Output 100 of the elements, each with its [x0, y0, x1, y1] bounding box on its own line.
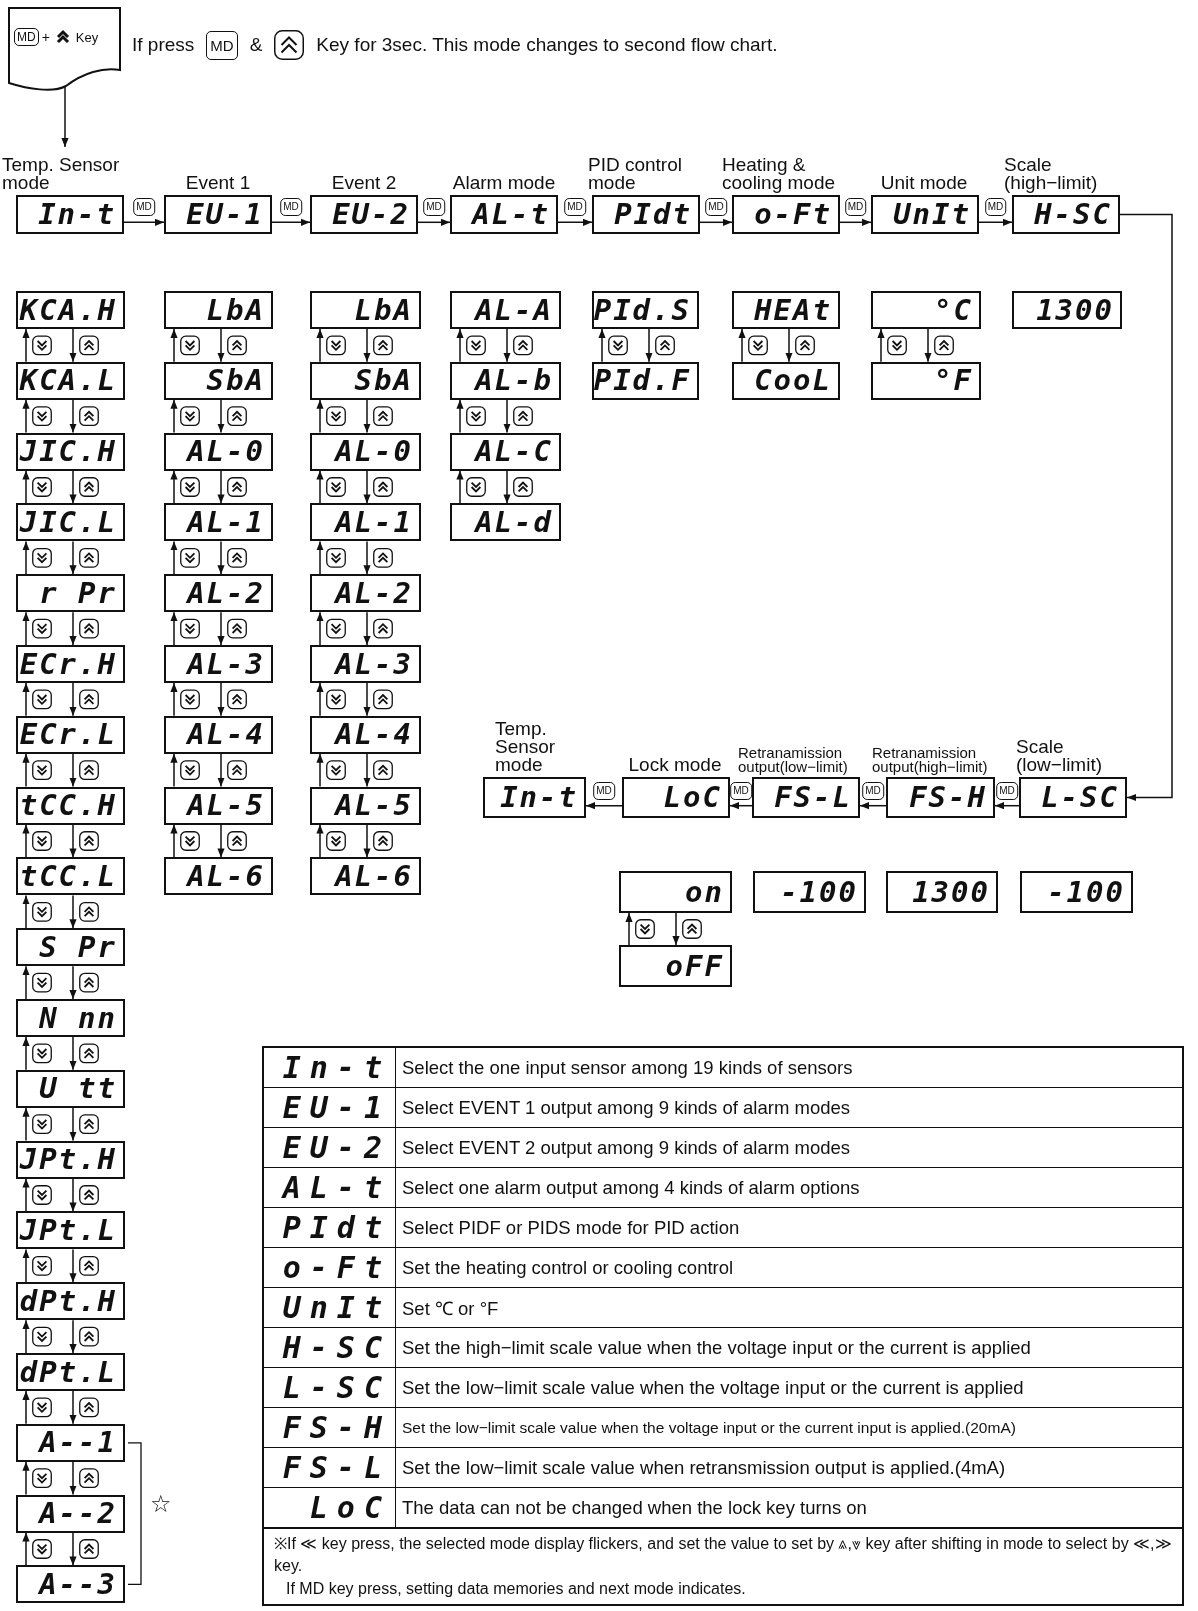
segment-code: H-SC	[264, 1328, 396, 1367]
arrow	[217, 399, 225, 434]
arrow	[456, 469, 464, 505]
arrow	[978, 218, 1013, 226]
segment-display: °C	[871, 291, 981, 329]
segment-code: EU-1	[264, 1088, 396, 1127]
arrow	[69, 894, 77, 929]
arrow	[417, 218, 451, 226]
arrow	[22, 611, 30, 646]
arrow	[503, 399, 511, 434]
md-key: MD	[730, 781, 752, 800]
description: Select the one input sensor among 19 kinds of sensors	[401, 1055, 854, 1080]
segment-display: FS-L	[752, 777, 860, 818]
segment-code: UnIt	[264, 1288, 396, 1327]
arrow	[22, 328, 30, 363]
segment-display: FS-H	[886, 777, 995, 818]
mode-label: Temp. Sensor mode	[2, 155, 120, 192]
note-text: ※If ≪ key press, the selected mode display flickers, and set the value to set by ⩓,⩔ key after shifting in mode to select by ≪,≫ key.	[274, 1534, 1172, 1577]
arrow	[22, 1107, 30, 1142]
note-text: Key for 3sec. This mode changes to second flow chart.	[316, 34, 778, 56]
description: Select EVENT 1 output among 9 kinds of alarm modes	[401, 1095, 851, 1120]
md-key: MD	[862, 781, 884, 800]
arrow	[170, 328, 178, 363]
arrow	[994, 802, 1020, 810]
arrow	[363, 469, 371, 505]
segment-display: A--3	[16, 1565, 125, 1604]
segment-display: dPt.H	[16, 1282, 125, 1321]
segment-code: FS-H	[264, 1408, 396, 1447]
mode-label: Lock mode	[627, 755, 723, 774]
arrow	[598, 328, 606, 363]
mode-label: Alarm mode	[451, 173, 557, 192]
arrow	[217, 611, 225, 646]
segment-display: KCA.L	[16, 361, 125, 400]
arrow	[645, 328, 653, 363]
segment-display: AL-C	[450, 432, 561, 471]
arrow	[557, 218, 593, 226]
arrow	[672, 912, 680, 946]
mode-label: Scale (high−limit)	[1004, 155, 1099, 192]
key-label: Key	[75, 29, 99, 45]
arrow	[456, 399, 464, 434]
segment-display: LbA	[310, 291, 421, 329]
md-key: MD	[423, 198, 445, 217]
segment-code: LoC	[264, 1488, 396, 1527]
segment-display: AL-5	[164, 786, 273, 825]
arrow	[924, 328, 932, 363]
arrow	[363, 611, 371, 646]
segment-display: °F	[871, 361, 981, 400]
segment-display: on	[619, 871, 732, 913]
arrow	[69, 1177, 77, 1213]
note-text: If press	[132, 34, 195, 56]
segment-display: H-SC	[1012, 195, 1120, 234]
segment-display: AL-4	[310, 715, 421, 754]
description: Select PIDF or PIDS mode for PID action	[401, 1215, 741, 1240]
arrow	[69, 1390, 77, 1425]
arrow	[316, 540, 324, 575]
description: Select EVENT 2 output among 9 kinds of alarm modes	[401, 1135, 851, 1160]
segment-display: UnIt	[871, 195, 979, 234]
segment-code: L-SC	[264, 1368, 396, 1407]
mode-label: Event 1	[184, 173, 252, 192]
mode-label: Unit mode	[879, 173, 969, 192]
arrow	[69, 823, 77, 859]
arrow	[271, 218, 311, 226]
segment-display: PIdt	[592, 195, 700, 234]
segment-display: JIC.H	[16, 432, 125, 471]
description: Set the low−limit scale value when the voltage input or the current input is applied.(20mA)	[401, 1417, 1017, 1438]
arrow	[316, 682, 324, 717]
segment-display: AL-3	[310, 645, 421, 683]
segment-display: In-t	[483, 777, 586, 818]
mode-label: Temp. Sensor mode	[495, 719, 557, 774]
arrow	[503, 328, 511, 363]
arrow	[217, 328, 225, 363]
arrow	[1119, 213, 1173, 802]
segment-code: AL-t	[264, 1168, 396, 1207]
md-key: MD	[984, 198, 1007, 217]
segment-display: dPt.L	[16, 1353, 125, 1391]
arrow	[22, 1319, 30, 1354]
arrow	[170, 469, 178, 505]
arrow	[877, 328, 885, 363]
note-text: If MD key press, setting data memories and next mode indicates.	[285, 1578, 747, 1599]
segment-display: In-t	[16, 195, 124, 234]
segment-display: JIC.L	[16, 503, 125, 542]
arrow	[22, 1036, 30, 1071]
segment-display: AL-A	[450, 291, 561, 329]
segment-display: CooL	[732, 361, 840, 400]
arrow	[22, 540, 30, 575]
segment-display: tCC.L	[16, 857, 125, 896]
segment-display: 1300	[1012, 291, 1122, 329]
arrow	[22, 1531, 30, 1567]
arrow	[22, 1248, 30, 1283]
segment-display: PId.S	[592, 291, 699, 329]
arrow	[316, 328, 324, 363]
segment-display: AL-1	[310, 503, 421, 542]
segment-display: r Pr	[16, 574, 125, 613]
arrow	[22, 1461, 30, 1496]
md-key: MD	[206, 30, 238, 60]
md-key: MD	[564, 198, 586, 217]
segment-display: LbA	[164, 291, 273, 329]
arrow	[69, 1107, 77, 1142]
arrow	[170, 753, 178, 788]
ampersand: &	[249, 34, 263, 56]
